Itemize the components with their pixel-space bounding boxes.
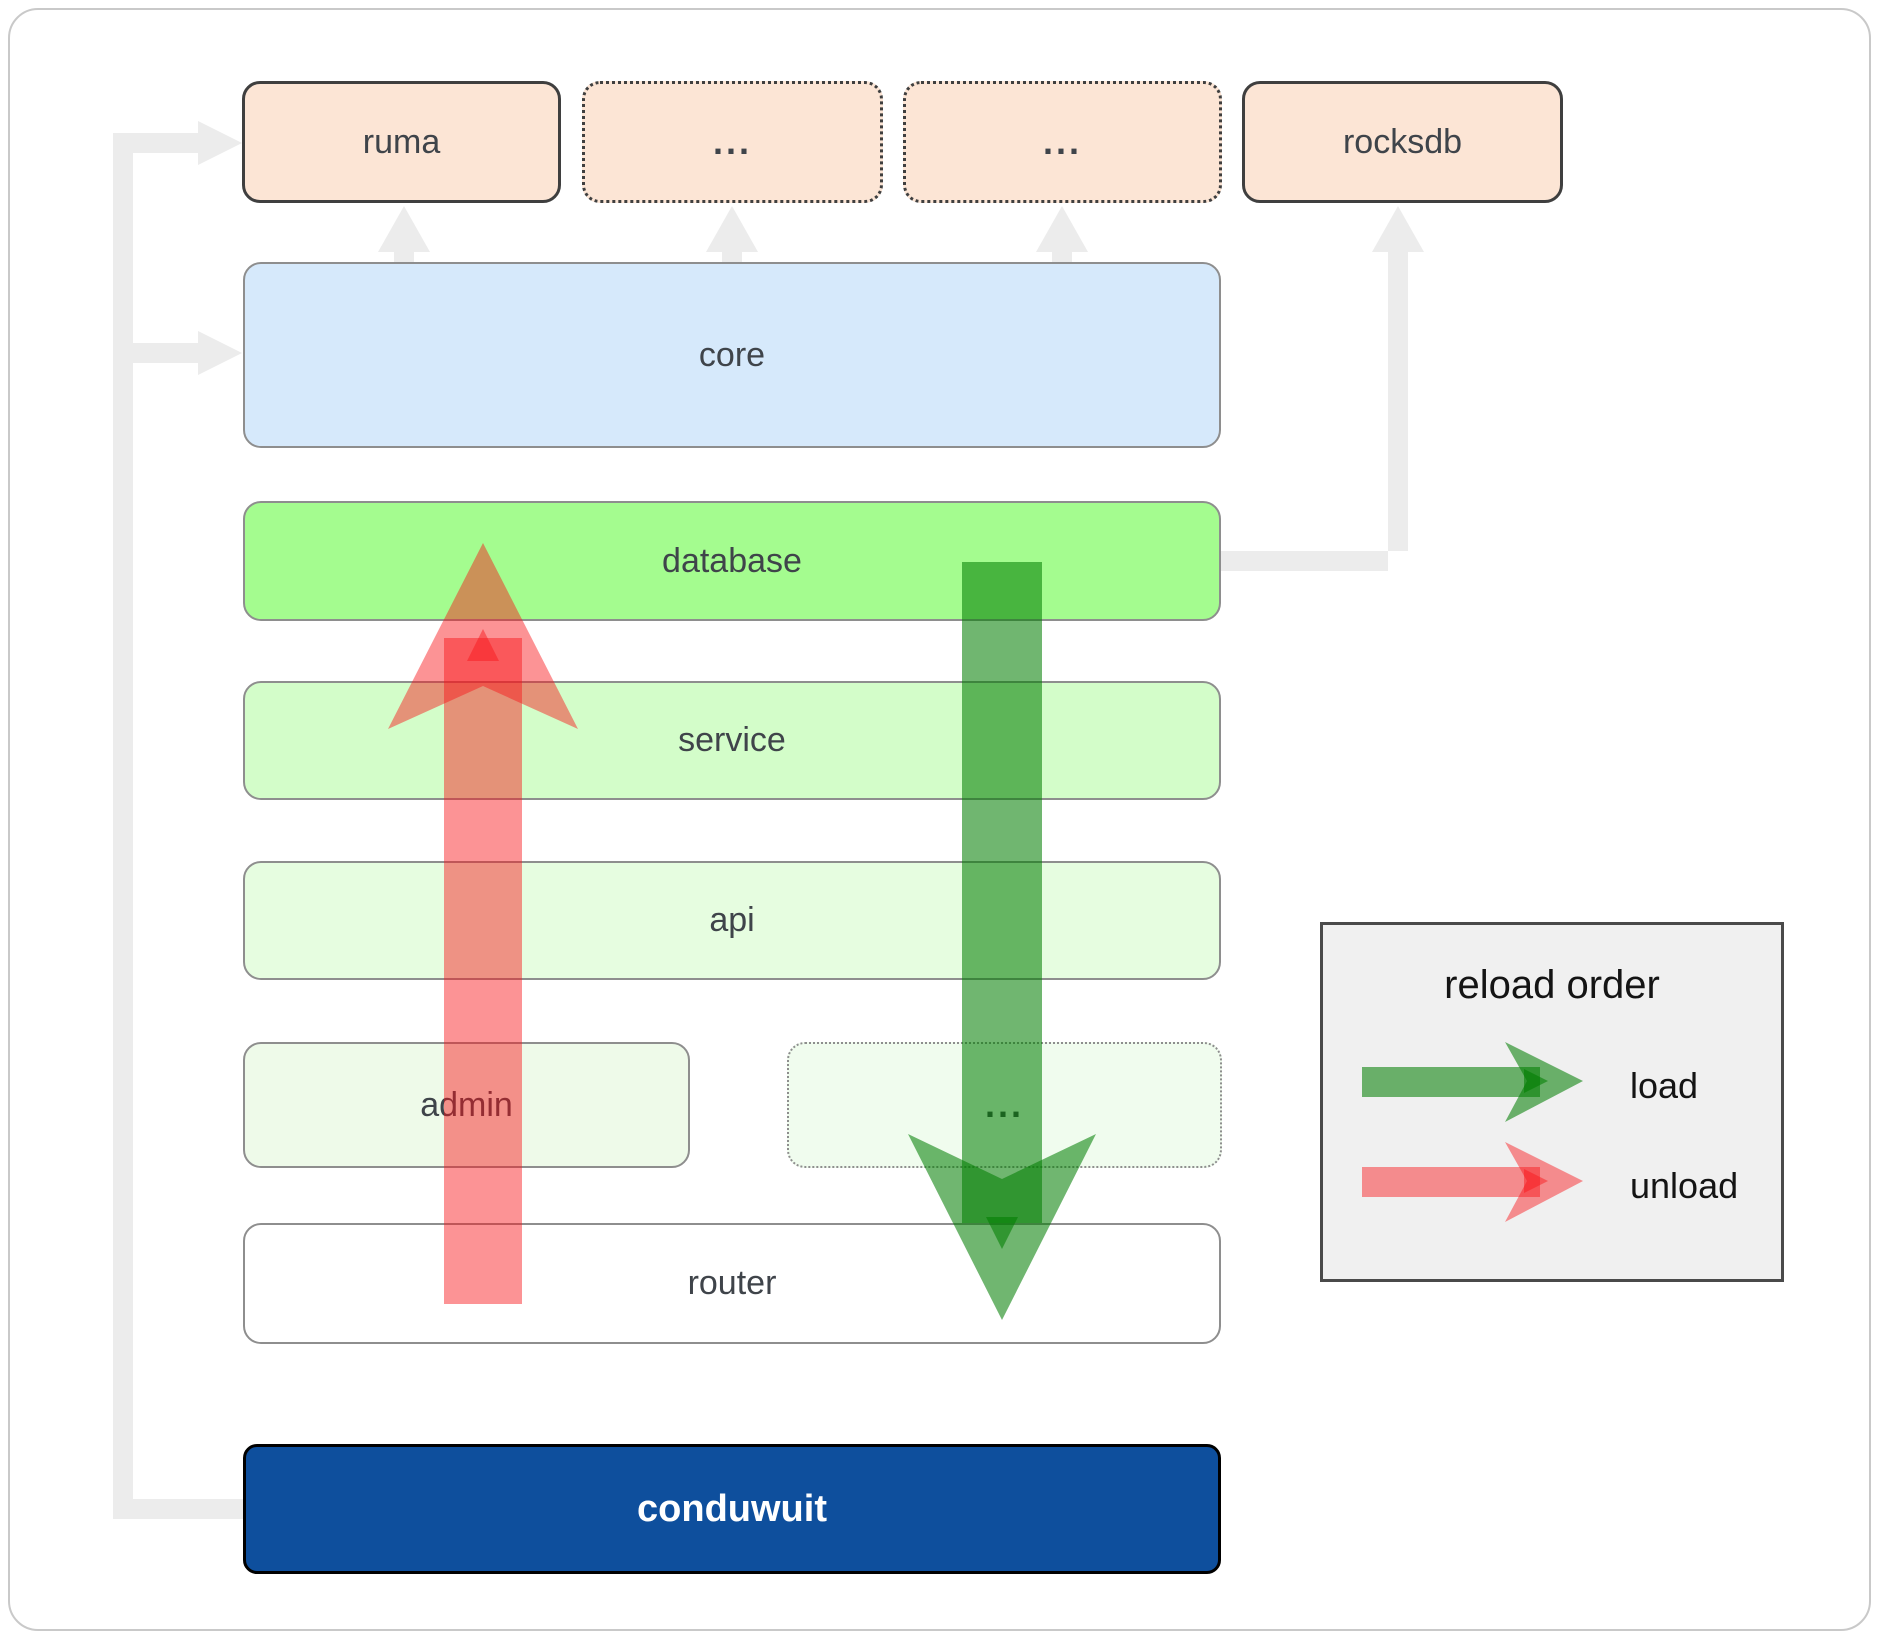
node-rocksdb: rocksdb [1242, 81, 1563, 203]
unload-arrow-shaft [444, 638, 522, 1304]
connector-branch-core [123, 343, 198, 363]
legend-unload-arrow-shaft [1362, 1167, 1540, 1197]
legend-box: reload order load unload [1320, 922, 1784, 1282]
node-admin: admin [243, 1042, 690, 1168]
load-arrow-shaft [962, 562, 1042, 1223]
legend-unload-arrow-head [1505, 1142, 1583, 1222]
core-to-dots2-shaft [1052, 250, 1072, 264]
node-api: api [243, 861, 1221, 980]
node-core: core [243, 262, 1221, 448]
conduwuit-to-ruma-core-connector [113, 133, 243, 1519]
unload-arrow-marker [467, 629, 499, 661]
node-service: service [243, 681, 1221, 800]
database-to-rocksdb-connector [1221, 252, 1408, 571]
core-to-ruma-shaft [394, 250, 414, 264]
gray-connectors [113, 121, 1424, 1519]
unload-arrow [388, 543, 578, 1304]
legend-label-unload: unload [1630, 1165, 1739, 1206]
node-conduwuit: conduwuit [243, 1444, 1221, 1574]
core-to-dots2-arrowhead [1036, 206, 1088, 252]
diagram-outer-frame [8, 8, 1871, 1631]
legend-unload-arrow-marker [1524, 1169, 1548, 1193]
core-to-dots1-shaft [722, 250, 742, 264]
node-ruma: ruma [242, 81, 561, 203]
node-other-crates-2: ... [903, 81, 1222, 203]
node-other-crates-1: ... [582, 81, 883, 203]
legend-title: reload order [1444, 963, 1660, 1007]
connector-arrowhead-ruma [198, 121, 242, 165]
database-to-rocksdb-arrowhead [1372, 206, 1424, 252]
node-database: database [243, 501, 1221, 621]
core-to-dots1-arrowhead [706, 206, 758, 252]
load-arrow [908, 562, 1096, 1320]
connector-arrowhead-core [198, 331, 242, 375]
load-arrow-marker [986, 1217, 1018, 1249]
legend-load-arrow-icon [1362, 1042, 1583, 1122]
node-router: router [243, 1223, 1221, 1344]
core-to-ruma-arrowhead [378, 206, 430, 252]
legend-unload-arrow-icon [1362, 1142, 1583, 1222]
unload-arrow-head [388, 543, 578, 729]
legend-label-load: load [1630, 1065, 1699, 1106]
legend-load-arrow-marker [1524, 1069, 1548, 1093]
legend-load-arrow-shaft [1362, 1067, 1540, 1097]
